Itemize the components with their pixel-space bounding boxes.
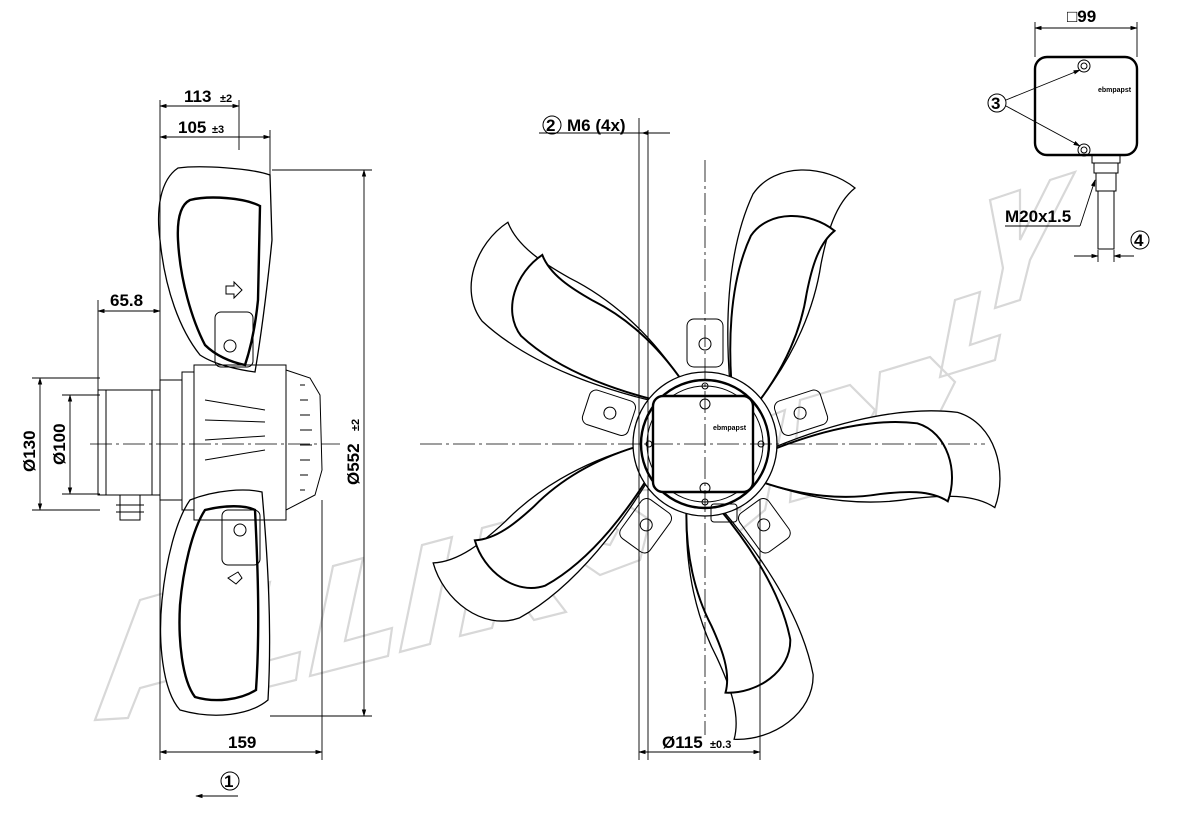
gland-label: M20x1.5 [1005, 207, 1071, 226]
dim-130: Ø130 [20, 430, 39, 472]
callout-4: 4 [1134, 231, 1144, 250]
tol-115: ±0.3 [710, 739, 731, 751]
terminal-box-detail: ebmpapst □99 3 M20x1.5 4 [987, 7, 1150, 262]
terminal-housing [97, 389, 161, 496]
side-view [90, 166, 340, 716]
dim-159: 159 [228, 733, 256, 752]
dim-105: 105 [178, 118, 206, 137]
callout-2: 2 [546, 116, 555, 135]
callout-3: 3 [991, 94, 1000, 113]
tol-552: ±2 [350, 419, 362, 431]
front-blade [450, 216, 716, 412]
front-dimensions: 2 M6 (4x) Ø115 ±0.3 [539, 115, 761, 760]
front-blade [727, 169, 856, 411]
tol-113: ±2 [220, 93, 232, 105]
dim-65-8: 65.8 [110, 291, 143, 310]
dim-113: 113 [184, 87, 211, 106]
cable-gland [1091, 154, 1121, 250]
front-view: ebmpapst [420, 160, 1013, 755]
tol-105: ±3 [212, 124, 224, 136]
front-blade [605, 487, 849, 755]
dim-115: Ø115 [662, 733, 703, 752]
front-blade [747, 380, 1013, 576]
box-logo: ebmpapst [1098, 87, 1132, 94]
terminal-box [1033, 55, 1139, 157]
front-blade [421, 385, 665, 653]
side-upper-blade-inner [176, 196, 262, 367]
callout-1: 1 [224, 772, 233, 791]
hub-logo: ebmpapst [713, 425, 747, 432]
thread-label: M6 (4x) [567, 116, 626, 135]
dim-552: Ø552 [344, 443, 363, 485]
side-dimensions: 113 ±2 105 ±3 65.8 Ø130 Ø100 Ø552 ±2 159… [20, 87, 372, 799]
dim-100: Ø100 [50, 423, 69, 465]
dim-99: □99 [1067, 7, 1096, 26]
